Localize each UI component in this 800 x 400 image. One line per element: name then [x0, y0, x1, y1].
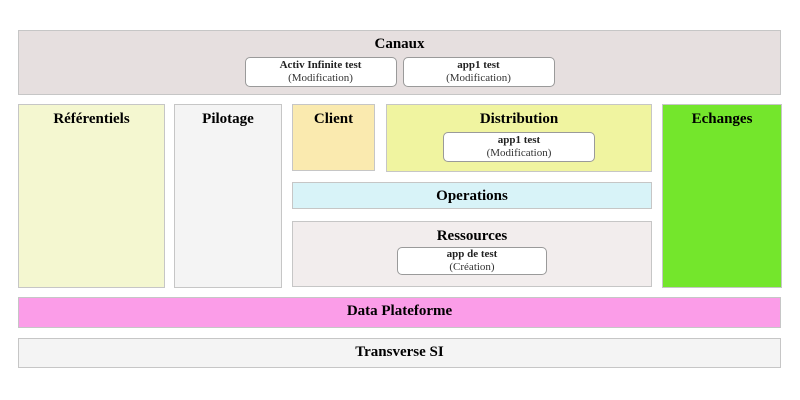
- zone-data-plateforme: Data Plateforme: [18, 297, 781, 328]
- canaux-apps-row: Activ Infinite test (Modification) app1 …: [19, 57, 780, 87]
- zone-transverse-si: Transverse SI: [18, 338, 781, 368]
- zone-echanges: Echanges: [662, 104, 782, 288]
- app-status: (Modification): [486, 147, 552, 159]
- zone-title-data-plateforme: Data Plateforme: [346, 303, 453, 319]
- zone-title-echanges: Echanges: [691, 111, 753, 127]
- app-status: (Modification): [446, 72, 511, 84]
- zone-pilotage: Pilotage: [174, 104, 282, 288]
- app-name: app1 test: [457, 59, 500, 71]
- zone-client: Client: [292, 104, 375, 171]
- app-name: app1 test: [497, 134, 541, 146]
- zone-title-operations: Operations: [436, 188, 508, 204]
- zone-title-transverse-si: Transverse SI: [355, 344, 444, 360]
- zone-title-referentiels: Référentiels: [53, 111, 130, 127]
- app-card-app1-test-canaux[interactable]: app1 test (Modification): [402, 57, 555, 87]
- app-status: (Modification): [288, 72, 353, 84]
- zone-operations: Operations: [292, 182, 652, 209]
- app-card-app-de-test[interactable]: app de test (Création): [397, 247, 547, 275]
- app-name: Activ Infinite test: [279, 59, 362, 71]
- app-card-app1-test-distribution[interactable]: app1 test (Modification): [443, 132, 595, 162]
- zone-title-ressources: Ressources: [436, 228, 508, 244]
- app-card-activ-infinite-test[interactable]: Activ Infinite test (Modification): [244, 57, 397, 87]
- zone-title-distribution: Distribution: [479, 111, 559, 127]
- zone-ressources: Ressources app de test (Création): [292, 221, 652, 287]
- zone-referentiels: Référentiels: [18, 104, 165, 288]
- app-status: (Création): [449, 261, 495, 273]
- zone-title-canaux: Canaux: [374, 36, 425, 52]
- app-name: app de test: [446, 248, 498, 260]
- distribution-apps-row: app1 test (Modification): [387, 132, 651, 162]
- ressources-apps-row: app de test (Création): [293, 247, 651, 275]
- zone-canaux: Canaux Activ Infinite test (Modification…: [18, 30, 781, 95]
- zone-title-client: Client: [313, 111, 354, 127]
- zone-distribution: Distribution app1 test (Modification): [386, 104, 652, 172]
- zone-title-pilotage: Pilotage: [202, 111, 254, 127]
